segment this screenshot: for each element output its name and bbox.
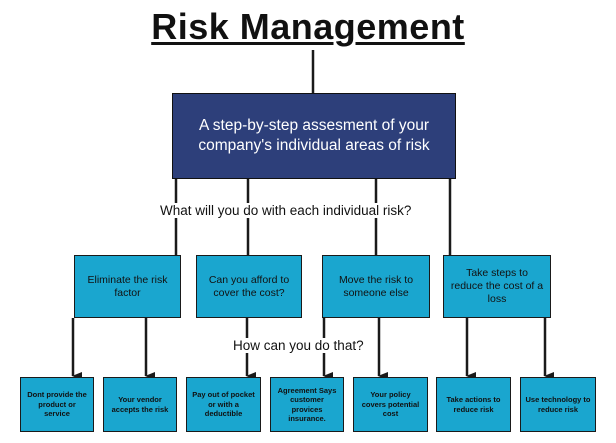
leaf-label: Take actions to reduce risk <box>446 395 501 414</box>
option-label: Move the risk to someone else <box>338 273 414 299</box>
leaf-label: Use technology to reduce risk <box>525 395 591 414</box>
option-box-afford: Can you afford to cover the cost? <box>196 255 302 318</box>
leaf-label: Your policy covers potential cost <box>361 390 420 419</box>
question-individual-risk: What will you do with each individual ri… <box>158 203 414 218</box>
leaf-box-policy: Your policy covers potential cost <box>353 377 428 432</box>
leaf-box-dont-provide: Dont provide the product or service <box>20 377 94 432</box>
leaf-box-vendor: Your vendor accepts the risk <box>103 377 177 432</box>
leaf-box-take-actions: Take actions to reduce risk <box>436 377 511 432</box>
option-box-reduce: Take steps to reduce the cost of a loss <box>443 255 551 318</box>
diagram-title: Risk Management <box>151 6 465 47</box>
leaf-label: Pay out of pocket or with a deductible <box>192 390 255 419</box>
question-how: How can you do that? <box>231 338 366 353</box>
main-assessment-text: A step-by-step assesment of your company… <box>198 117 430 154</box>
main-assessment-box: A step-by-step assesment of your company… <box>172 93 456 179</box>
option-label: Eliminate the risk factor <box>87 273 168 299</box>
option-box-eliminate: Eliminate the risk factor <box>74 255 181 318</box>
option-box-move: Move the risk to someone else <box>322 255 430 318</box>
option-label: Take steps to reduce the cost of a loss <box>450 267 544 305</box>
leaf-label: Agreement Says customer provices insuran… <box>277 385 337 424</box>
leaf-box-pay-out: Pay out of pocket or with a deductible <box>186 377 261 432</box>
option-label: Can you afford to cover the cost? <box>208 273 290 299</box>
leaf-label: Your vendor accepts the risk <box>111 395 169 414</box>
leaf-box-technology: Use technology to reduce risk <box>520 377 596 432</box>
leaf-label: Dont provide the product or service <box>27 390 87 419</box>
leaf-box-agreement: Agreement Says customer provices insuran… <box>270 377 344 432</box>
